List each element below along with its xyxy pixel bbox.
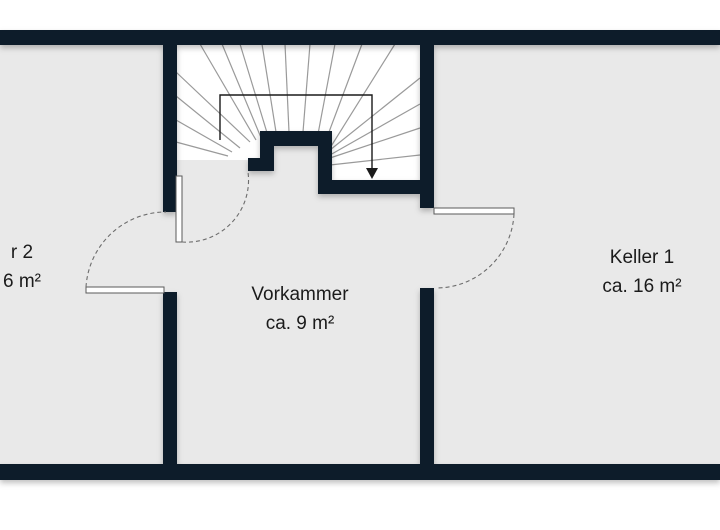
floor-keller-2 (0, 44, 164, 466)
room-name-keller-1: Keller 1 (610, 247, 674, 268)
room-area-keller-2: 6 m² (3, 271, 41, 292)
door-stair-leaf (175, 175, 183, 243)
stair-wall-bottom (318, 180, 420, 194)
wall-top (0, 30, 720, 45)
stair-direction-arrow (219, 94, 378, 179)
walls (0, 30, 720, 480)
wall-left-upper (163, 44, 177, 212)
wall-right-lower (420, 288, 434, 466)
floor-keller-1 (434, 44, 720, 466)
stair-wall-step-right (318, 131, 332, 193)
door-keller-2-leaf (85, 286, 165, 294)
door-keller-1-leaf (433, 207, 515, 215)
wall-left-lower (163, 292, 177, 466)
room-name-vorkammer: Vorkammer (251, 284, 349, 305)
wall-bottom (0, 464, 720, 480)
room-labels: r 2 6 m² Vorkammer ca. 9 m² Keller 1 ca.… (3, 242, 682, 334)
door-keller-1 (433, 207, 515, 289)
stair-wall-lower-ledge (248, 158, 274, 171)
room-area-keller-1: ca. 16 m² (602, 276, 681, 297)
wall-right-upper (420, 44, 434, 208)
room-name-keller-2: r 2 (11, 242, 33, 263)
staircase (175, 43, 421, 180)
door-keller-2 (85, 211, 167, 294)
door-stair (175, 171, 250, 243)
stair-treads (175, 43, 421, 166)
room-area-vorkammer: ca. 9 m² (266, 313, 335, 334)
stair-wall-step-top (260, 131, 332, 146)
